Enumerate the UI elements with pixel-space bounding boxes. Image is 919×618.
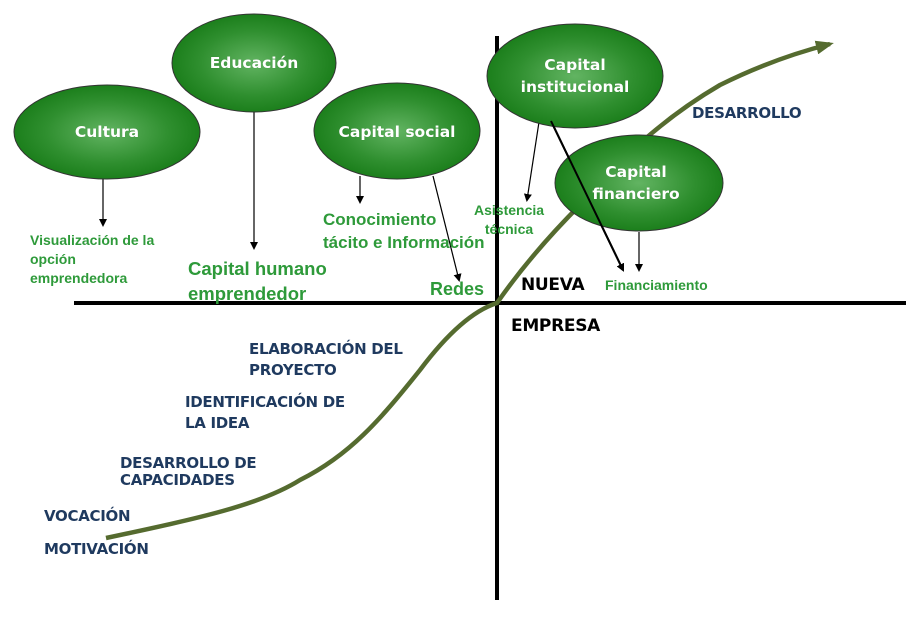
node-capital-social-shape [313,82,481,180]
stage-identificacion: IDENTIFICACIÓN DE LA IDEA [185,393,345,432]
arrow-institucional-asistencia [523,121,540,202]
outcome-financiamiento: Financiamiento [605,277,708,293]
outcome-redes: Redes [430,279,485,299]
outcome-capital-humano: Capital humano emprendedor [188,258,327,304]
node-educacion-shape [171,13,337,113]
node-capital-institucional: Capital institucional [520,56,630,96]
node-cultura-shape [13,84,201,180]
node-capital-financiero: Capital financiero [592,163,680,203]
growth-curve-arrow [105,40,834,541]
stage-desarrollo: DESARROLLO [692,104,802,122]
axis-label-empresa: EMPRESA [511,316,600,336]
node-capital-institucional-shape [486,23,664,129]
node-capital-social: Capital social [338,123,456,141]
arrow-institucional-financiamiento-overlay [550,120,624,272]
node-cultura: Cultura [74,123,140,141]
outcome-visualizacion: Visualización de la opción emprendedora [30,232,155,286]
node-capital-financiero-shape [554,134,724,232]
stage-motivacion: MOTIVACIÓN [44,540,149,558]
outcome-conocimiento: Conocimiento tácito e Información [323,210,485,252]
stage-desarrollo-capacidades: DESARROLLO DE CAPACIDADES [120,454,257,489]
outcome-asistencia: Asistencia técnica [474,202,545,237]
arrow-social-redes [432,175,462,282]
stage-elaboracion: ELABORACIÓN DEL PROYECTO [249,340,403,379]
node-educacion: Educación [209,54,299,72]
axis-label-nueva: NUEVA [521,275,585,295]
stage-vocacion: VOCACIÓN [44,507,131,525]
